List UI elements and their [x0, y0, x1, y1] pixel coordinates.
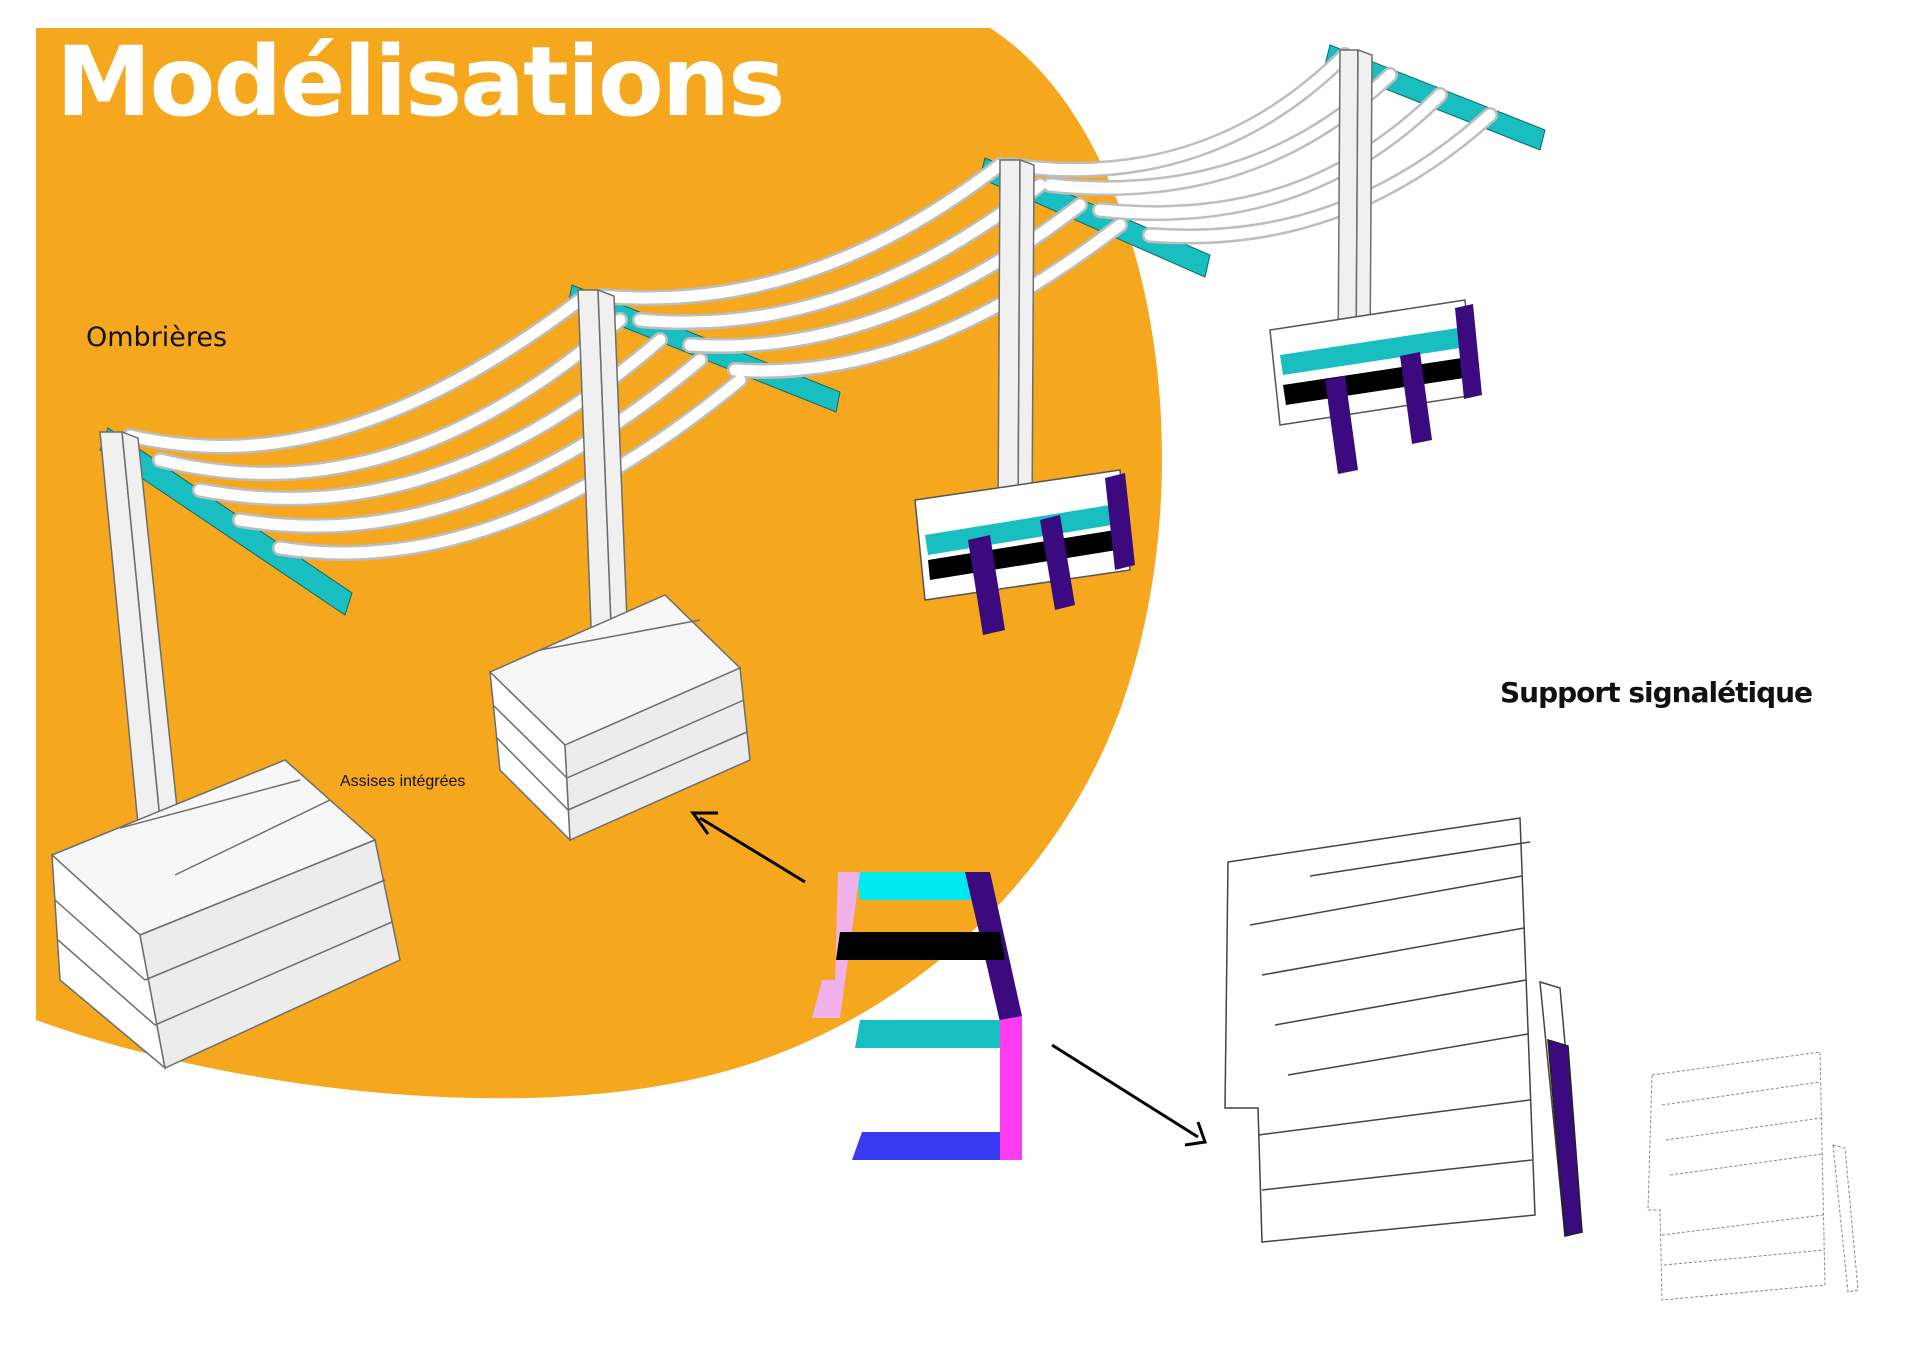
modular-seat-logo	[812, 872, 1022, 1160]
signage-support-panel	[1224, 817, 1583, 1243]
ombriere-shade-structure	[99, 44, 1546, 846]
assises-label: Assises intégrées	[340, 773, 466, 790]
logo-black-bar	[836, 932, 1005, 960]
ombrieres-label: Ombrières	[86, 322, 228, 353]
seat-block-small	[488, 594, 751, 842]
logo-teal-bar	[855, 1020, 1002, 1048]
integrated-seat-blocks	[50, 594, 751, 1070]
seat-block-large	[50, 759, 401, 1070]
ombriere-hanging-frame	[1269, 299, 1482, 474]
ombriere-hanging-frame	[914, 469, 1135, 635]
page-title: Modélisations	[56, 26, 785, 138]
support-label: Support signalétique	[1500, 676, 1813, 709]
logo-pink-bar	[812, 872, 860, 1018]
logo-magenta-bar	[1000, 1016, 1022, 1160]
signage-support-ghost	[1647, 1051, 1859, 1301]
ombriere-posts	[99, 48, 1373, 846]
logo-cyan-bar	[857, 872, 975, 900]
arrow-to-signage	[1051, 1043, 1208, 1147]
arrow-to-seat	[690, 811, 806, 884]
logo-blue-bar	[852, 1132, 1000, 1160]
